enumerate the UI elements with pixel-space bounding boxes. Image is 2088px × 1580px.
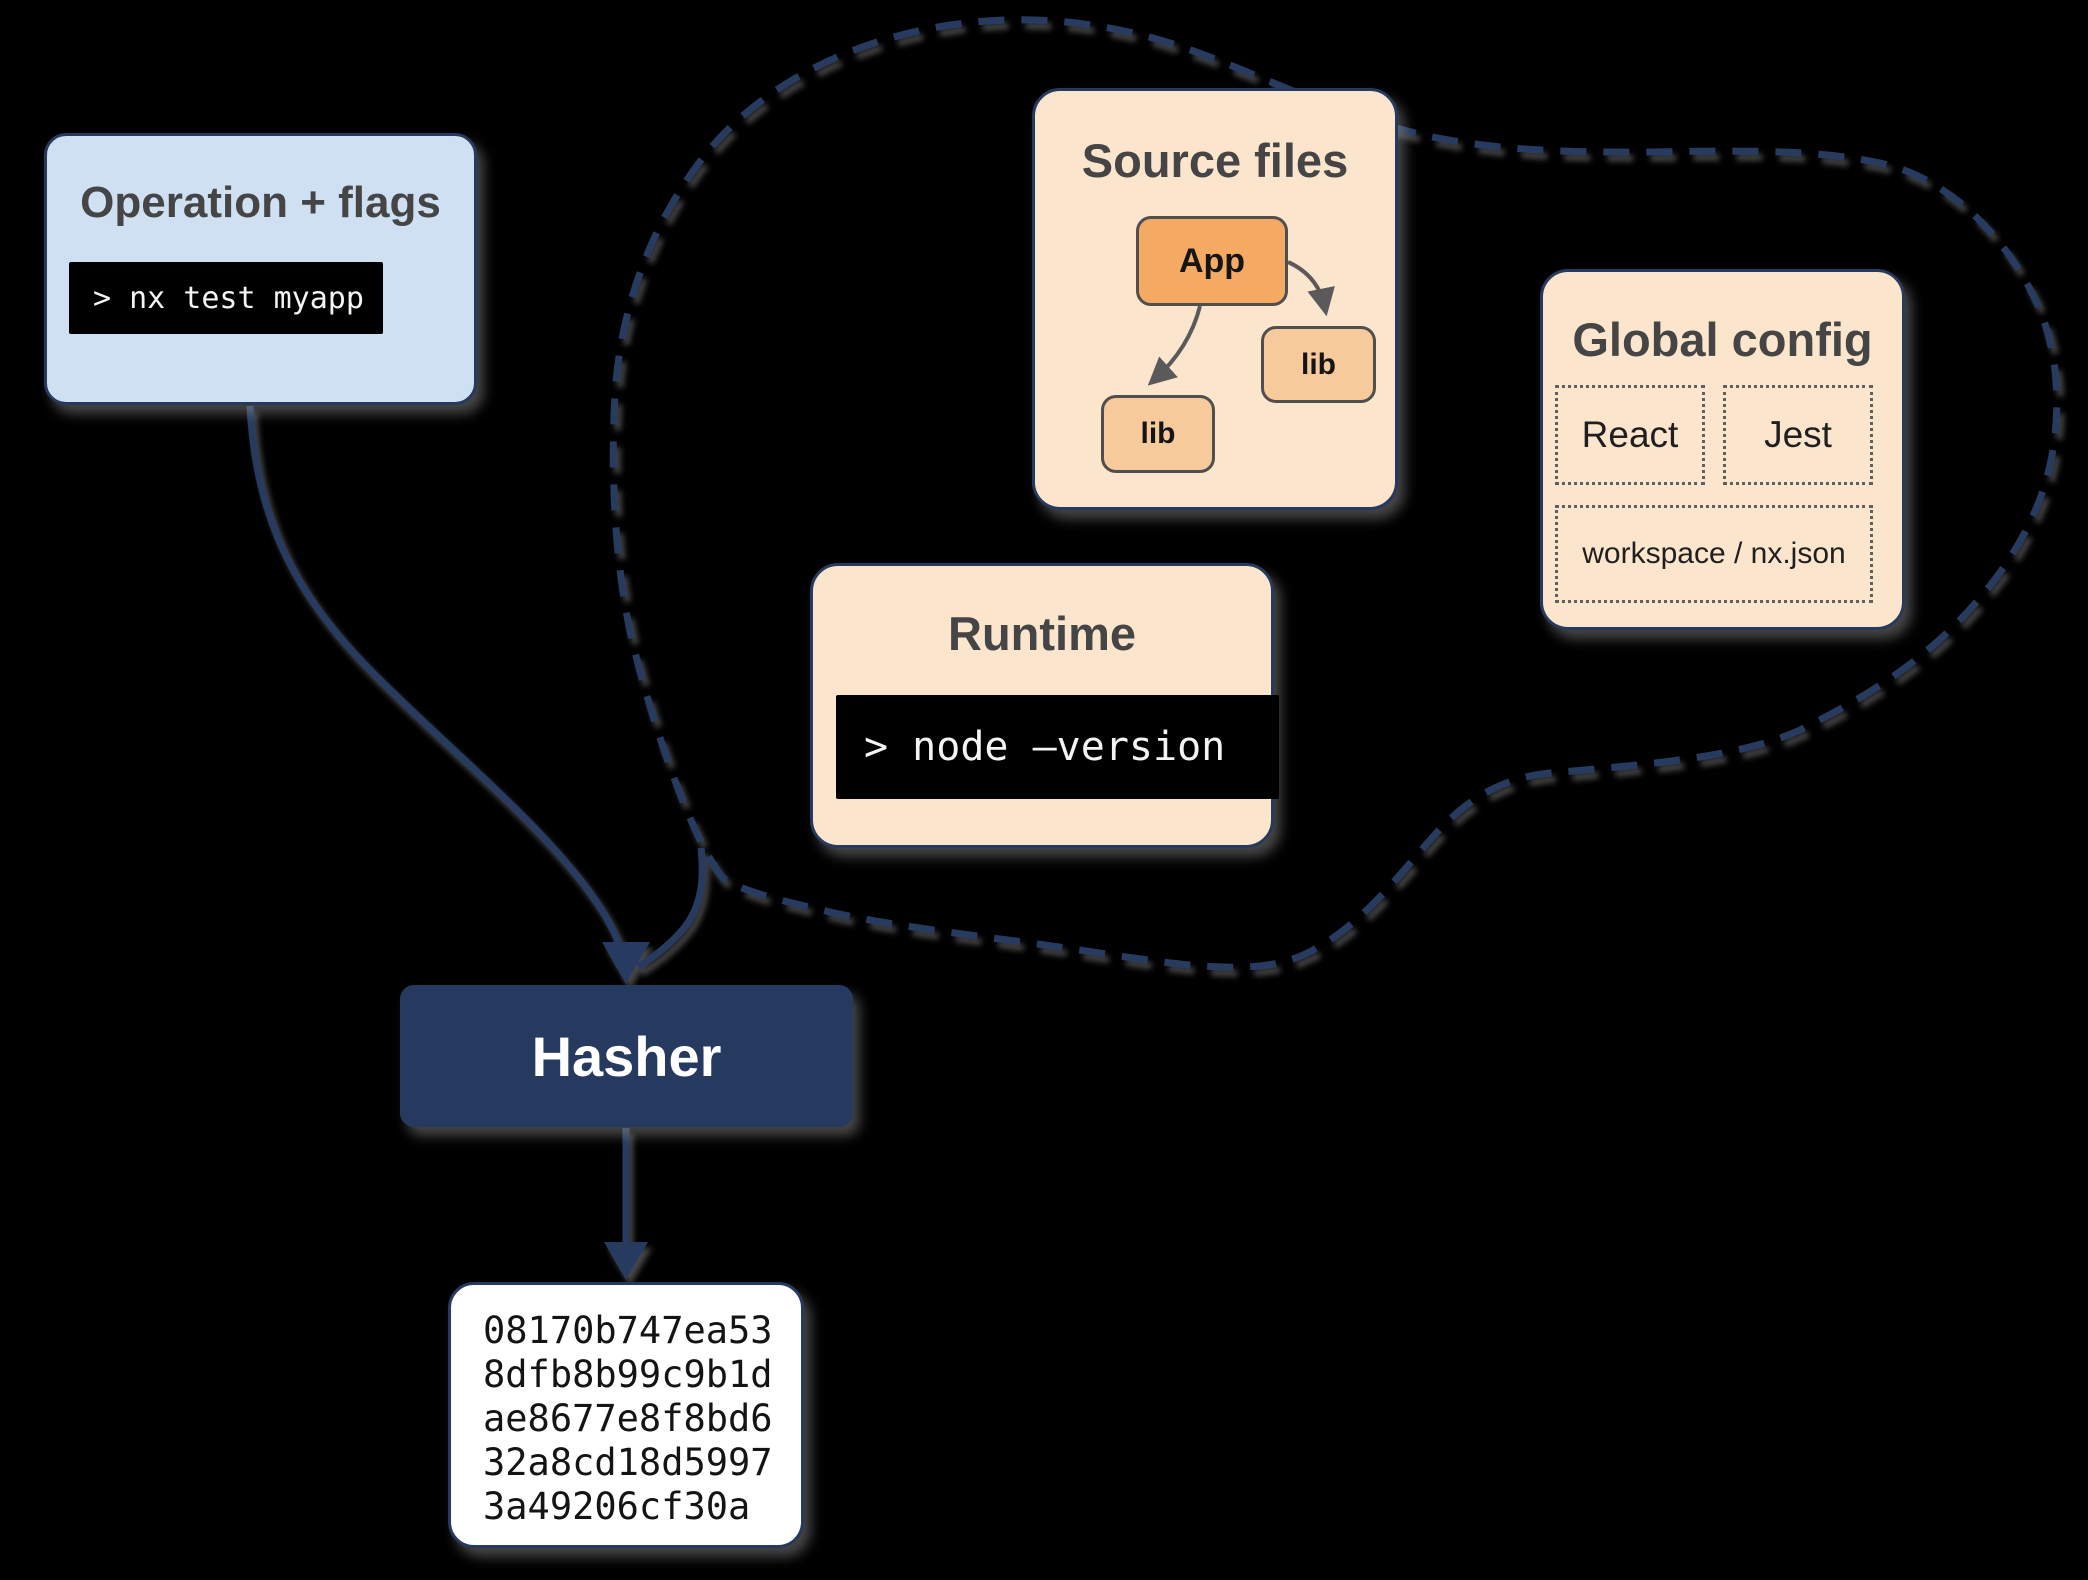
operation-terminal: > nx test myapp (69, 262, 383, 334)
lib-node-left-label: lib (1140, 417, 1176, 450)
hash-output-arrowhead (604, 1242, 648, 1280)
runtime-command-text: > node –version (864, 724, 1226, 770)
runtime-title: Runtime (948, 607, 1136, 660)
source-files-title: Source files (1081, 134, 1349, 187)
react-config-label: React (1581, 414, 1679, 455)
lib-node-right-label: lib (1301, 347, 1336, 381)
runtime-terminal: > node –version (836, 695, 1279, 799)
hash-line: 3a49206cf30a (483, 1485, 751, 1528)
lib-node-right: lib (1261, 326, 1376, 403)
jest-config-item: Jest (1723, 385, 1873, 485)
hash-output-box: 08170b747ea53 8dfb8b99c9b1d ae8677e8f8bd… (448, 1282, 804, 1548)
runtime-box: Runtime > node –version (810, 563, 1279, 848)
hasher-box: Hasher (400, 985, 853, 1127)
lib-node-left: lib (1101, 395, 1215, 473)
arrow-operation-to-hasher (246, 405, 627, 957)
operation-command-text: > nx test myapp (93, 280, 364, 316)
hash-line: ae8677e8f8bd6 (483, 1397, 773, 1440)
jest-config-label: Jest (1764, 414, 1832, 455)
hash-output-text: 08170b747ea53 8dfb8b99c9b1d ae8677e8f8bd… (483, 1309, 801, 1529)
workspace-config-label: workspace / nx.json (1582, 537, 1846, 570)
source-files-box: Source files App lib lib (1032, 88, 1398, 510)
global-config-box: Global config React Jest workspace / nx.… (1540, 269, 1905, 630)
hash-line: 08170b747ea53 (483, 1309, 773, 1352)
app-node: App (1136, 216, 1288, 306)
hash-line: 32a8cd18d5997 (483, 1441, 773, 1484)
workspace-config-item: workspace / nx.json (1555, 505, 1873, 603)
hash-line: 8dfb8b99c9b1d (483, 1353, 773, 1396)
app-node-label: App (1178, 241, 1246, 280)
hasher-label: Hasher (531, 1024, 722, 1088)
hasher-input-arrowhead (602, 942, 650, 984)
operation-flags-box: Operation + flags > nx test myapp (44, 133, 477, 405)
react-config-item: React (1555, 385, 1705, 485)
arrow-cloud-to-hasher (636, 847, 706, 970)
operation-flags-title: Operation + flags (80, 178, 441, 227)
global-config-title: Global config (1572, 313, 1873, 366)
